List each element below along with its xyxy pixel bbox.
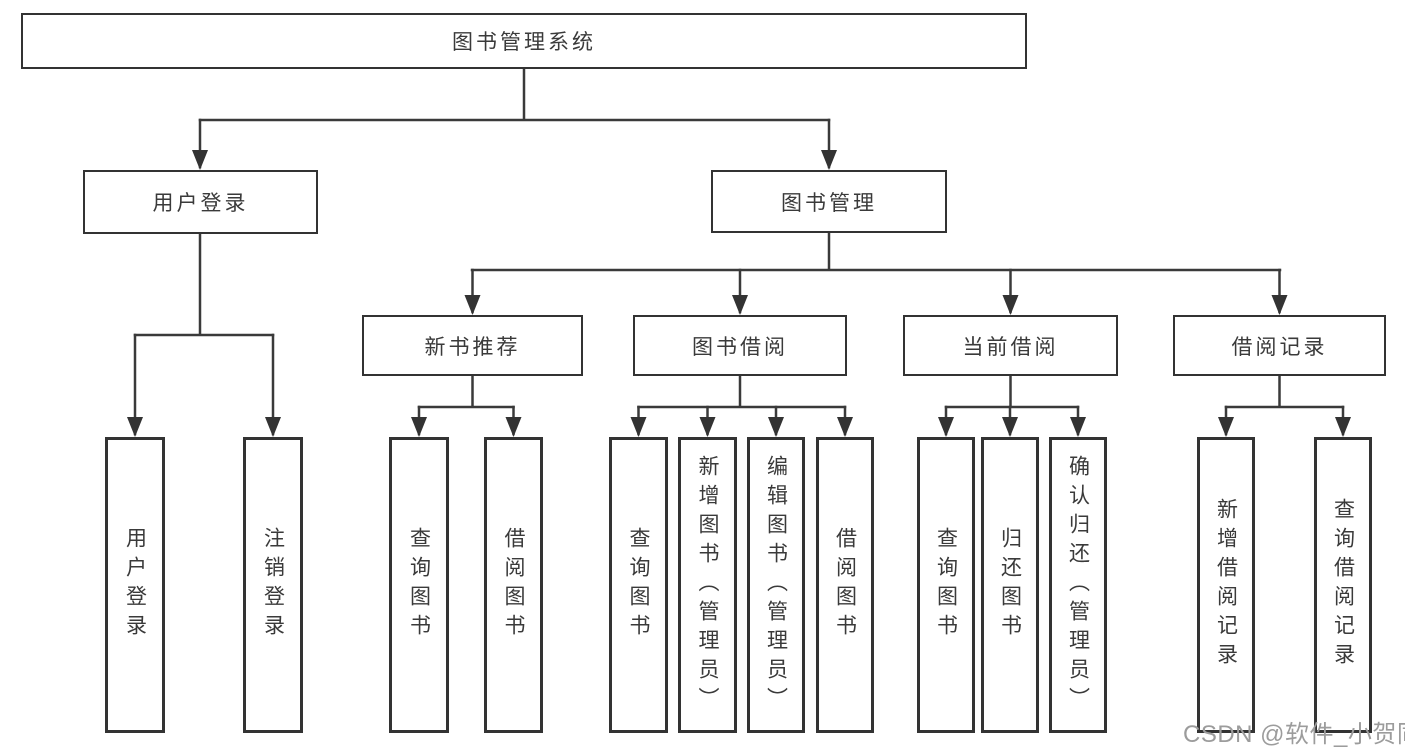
leaf-cb-query-books: 查询图书 bbox=[917, 437, 975, 733]
connector-root-branch bbox=[198, 67, 831, 122]
leaf-cb-return-books: 归还图书 bbox=[981, 437, 1039, 733]
node-label: 图书借阅 bbox=[692, 335, 788, 359]
node-label: 新书推荐 bbox=[424, 335, 521, 359]
leaf-label: 新增借阅记录 bbox=[1214, 498, 1238, 672]
connector-current-borrow-branch bbox=[944, 374, 1080, 409]
leaf-label: 查询借阅记录 bbox=[1331, 498, 1355, 672]
leaf-bb-query-books: 查询图书 bbox=[609, 437, 668, 733]
connector-new-book-branch bbox=[417, 374, 515, 409]
node-borrow-records: 借阅记录 bbox=[1173, 315, 1386, 376]
leaf-label: 新增图书（管理员） bbox=[696, 454, 719, 716]
connector-borrow-records-branch bbox=[1224, 374, 1345, 409]
connector-book-borrow-branch bbox=[637, 374, 847, 409]
node-library-management-system: 图书管理系统 bbox=[21, 13, 1027, 69]
node-label: 图书管理系统 bbox=[452, 31, 596, 54]
leaf-label: 归还图书 bbox=[998, 527, 1022, 643]
leaf-label: 借阅图书 bbox=[502, 527, 525, 643]
node-label: 用户登录 bbox=[152, 192, 249, 215]
node-book-borrow: 图书借阅 bbox=[633, 315, 847, 376]
leaf-nb-borrow-books: 借阅图书 bbox=[484, 437, 543, 733]
node-label: 图书管理 bbox=[781, 191, 877, 215]
node-label: 借阅记录 bbox=[1231, 335, 1328, 359]
leaf-nb-query-books: 查询图书 bbox=[389, 437, 449, 733]
connector-user-login-branch bbox=[133, 232, 275, 337]
leaf-cb-confirm-return-admin: 确认归还（管理员） bbox=[1049, 437, 1107, 733]
watermark: CSDN @软件_小贺同学 bbox=[1183, 721, 1405, 747]
connector-book-management-branch bbox=[470, 231, 1282, 272]
node-book-management: 图书管理 bbox=[711, 170, 947, 233]
leaf-br-add-borrow-record: 新增借阅记录 bbox=[1197, 437, 1255, 733]
leaf-label: 注销登录 bbox=[261, 527, 285, 643]
leaf-br-query-borrow-record: 查询借阅记录 bbox=[1314, 437, 1372, 733]
node-current-borrow: 当前借阅 bbox=[903, 315, 1118, 376]
leaf-label: 查询图书 bbox=[407, 527, 431, 643]
leaf-label: 查询图书 bbox=[934, 527, 958, 643]
leaf-label: 编辑图书（管理员） bbox=[764, 454, 788, 716]
leaf-bb-borrow-books: 借阅图书 bbox=[816, 437, 874, 733]
leaf-label: 确认归还（管理员） bbox=[1066, 454, 1090, 716]
leaf-label: 用户登录 bbox=[123, 527, 147, 643]
leaf-label: 借阅图书 bbox=[833, 527, 857, 643]
leaf-label: 查询图书 bbox=[627, 527, 650, 643]
node-new-book-recommend: 新书推荐 bbox=[362, 315, 583, 376]
leaf-bb-add-books-admin: 新增图书（管理员） bbox=[678, 437, 737, 733]
node-label: 当前借阅 bbox=[962, 335, 1059, 359]
leaf-bb-edit-books-admin: 编辑图书（管理员） bbox=[747, 437, 805, 733]
leaf-logout: 注销登录 bbox=[243, 437, 303, 733]
leaf-user-login: 用户登录 bbox=[105, 437, 165, 733]
node-user-login: 用户登录 bbox=[83, 170, 318, 234]
